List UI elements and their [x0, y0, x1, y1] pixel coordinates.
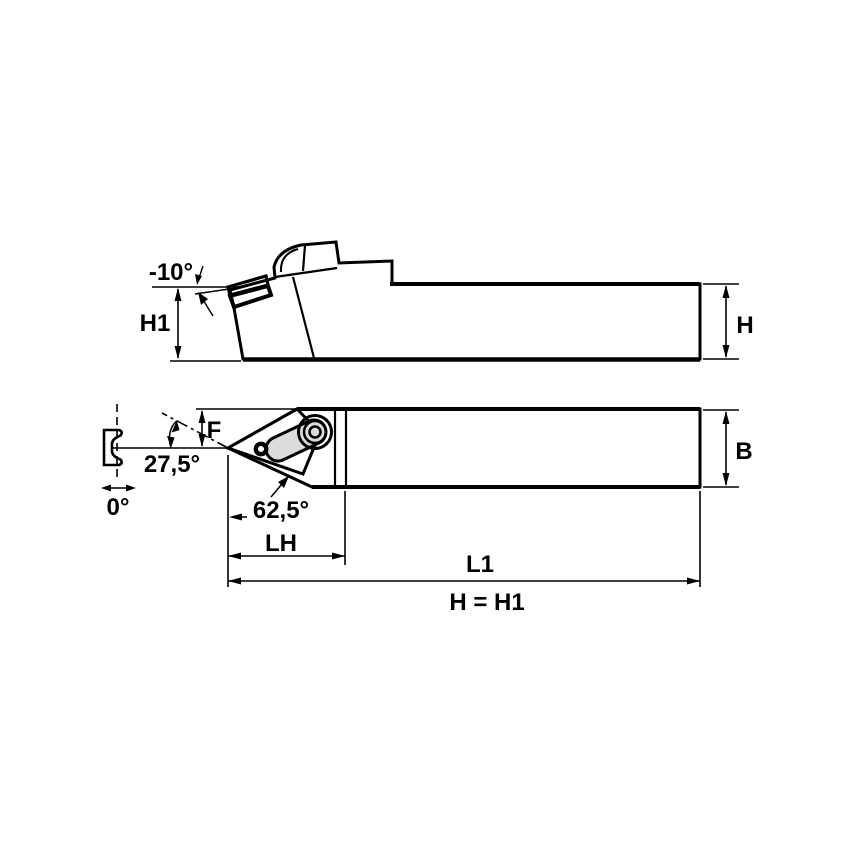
h-label: H	[736, 312, 753, 339]
h-arrow-up	[722, 285, 730, 298]
lh-arrow-left	[228, 552, 241, 560]
b-label: B	[735, 438, 752, 465]
zero-angle-label: 0°	[107, 494, 130, 521]
side-clamp-bottom-edge	[274, 266, 338, 279]
l1-arrow-left	[228, 577, 241, 585]
lead-angle-reference-line	[161, 412, 229, 449]
l1-label: L1	[466, 551, 494, 578]
lead-angle-arrow-up	[171, 420, 180, 433]
lead-angle-label: 27,5°	[144, 451, 200, 478]
b-arrow-down	[722, 473, 730, 486]
lead-angle-arrow-down	[167, 436, 175, 448]
bottom-dimensions: LH L1 H = H1	[227, 455, 701, 616]
h1-arrow-up	[174, 288, 182, 301]
side-insert	[226, 273, 270, 297]
clamp-screw-ring-outer	[302, 419, 328, 445]
height-note-label: H = H1	[449, 589, 524, 616]
rake-reference-line	[194, 287, 237, 295]
lh-label: LH	[265, 530, 297, 557]
rake-angle-label: -10°	[149, 259, 193, 286]
workpiece-symbol	[102, 428, 123, 467]
side-clamp-divider-line	[301, 244, 307, 272]
f-arrow-up	[198, 410, 206, 423]
h1-label: H1	[140, 310, 171, 337]
f-label: F	[207, 417, 222, 444]
lh-arrow-right	[332, 552, 345, 560]
side-view: H1 -10° H	[140, 240, 754, 362]
side-head-division-line	[291, 276, 316, 359]
insert-hole	[253, 441, 269, 457]
side-clamp-inner-arc	[279, 248, 299, 273]
h1-arrow-down	[174, 346, 182, 359]
rake-angle-arrow	[198, 292, 208, 305]
insert-angle-leader-arrow	[278, 476, 289, 488]
f-arrow-down	[198, 434, 206, 447]
clamp-lever-body	[267, 421, 325, 460]
insert-angle-arrow-left	[229, 513, 242, 521]
plan-view: 0° 27,5° F 62,5° B	[101, 404, 753, 524]
clamp-screw-ring-inner	[308, 425, 322, 439]
side-body	[228, 240, 702, 361]
zero-arrow-right	[126, 484, 136, 492]
l1-arrow-right	[687, 577, 700, 585]
rake-leader-arrow	[195, 274, 202, 285]
zero-arrow-left	[101, 484, 111, 492]
clamp-screw-boss	[297, 414, 333, 450]
h-arrow-down	[722, 345, 730, 358]
b-arrow-up	[722, 411, 730, 424]
insert-angle-label: 62,5°	[253, 497, 309, 524]
